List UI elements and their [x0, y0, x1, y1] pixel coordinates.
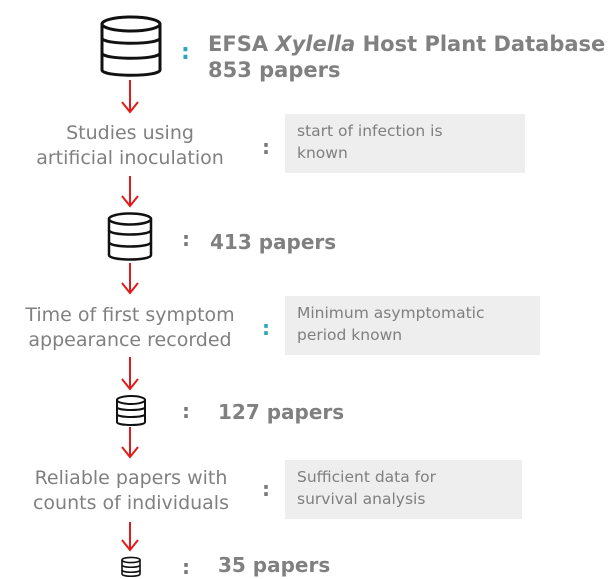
step-label: Studies using artificial inoculation: [30, 121, 230, 171]
step-label-line: counts of individuals: [32, 492, 229, 514]
database-title-suffix: Host Plant Database: [355, 32, 606, 56]
database-icon: [107, 212, 153, 261]
separator-colon: :: [262, 316, 270, 340]
arrow-down-icon: [121, 357, 139, 391]
arrow-down-icon: [121, 80, 139, 114]
criterion-note: Sufficient data for survival analysis: [285, 460, 522, 519]
step-label-line: Studies using: [66, 122, 194, 144]
step-label-line: appearance recorded: [28, 329, 232, 351]
note-line: start of infection is: [297, 122, 443, 140]
database-title: EFSA Xylella Host Plant Database: [208, 32, 605, 56]
paper-count: 35 papers: [218, 553, 331, 577]
criterion-note: Minimum asymptomatic period known: [285, 296, 540, 355]
paper-count: 127 papers: [218, 400, 345, 424]
paper-count: 853 papers: [208, 58, 341, 82]
criterion-note: start of infection is known: [285, 114, 525, 173]
database-icon: [121, 556, 141, 577]
note-line: Minimum asymptomatic: [297, 304, 485, 322]
separator-colon: :: [262, 477, 270, 501]
separator-colon: :: [182, 399, 190, 423]
step-label: Reliable papers with counts of individua…: [12, 466, 250, 516]
separator-colon: :: [262, 135, 270, 159]
arrow-down-icon: [121, 522, 139, 552]
step-label-line: artificial inoculation: [36, 147, 224, 169]
paper-count: 413 papers: [210, 230, 337, 254]
arrow-down-icon: [121, 176, 139, 208]
separator-colon: :: [182, 555, 190, 579]
note-line: Sufficient data for: [297, 468, 436, 486]
database-title-prefix: EFSA: [208, 32, 276, 56]
database-icon: [100, 15, 162, 77]
arrow-down-icon: [121, 427, 139, 459]
note-line: known: [297, 144, 348, 162]
note-line: period known: [297, 326, 403, 344]
step-label: Time of first symptom appearance recorde…: [4, 303, 256, 353]
database-icon: [116, 395, 146, 426]
arrow-down-icon: [121, 263, 139, 295]
step-label-line: Time of first symptom: [25, 304, 235, 326]
separator-colon: :: [182, 227, 190, 251]
note-line: survival analysis: [297, 490, 426, 508]
step-label-line: Reliable papers with: [34, 467, 228, 489]
separator-colon: :: [181, 40, 190, 65]
database-title-italic: Xylella: [275, 32, 356, 56]
